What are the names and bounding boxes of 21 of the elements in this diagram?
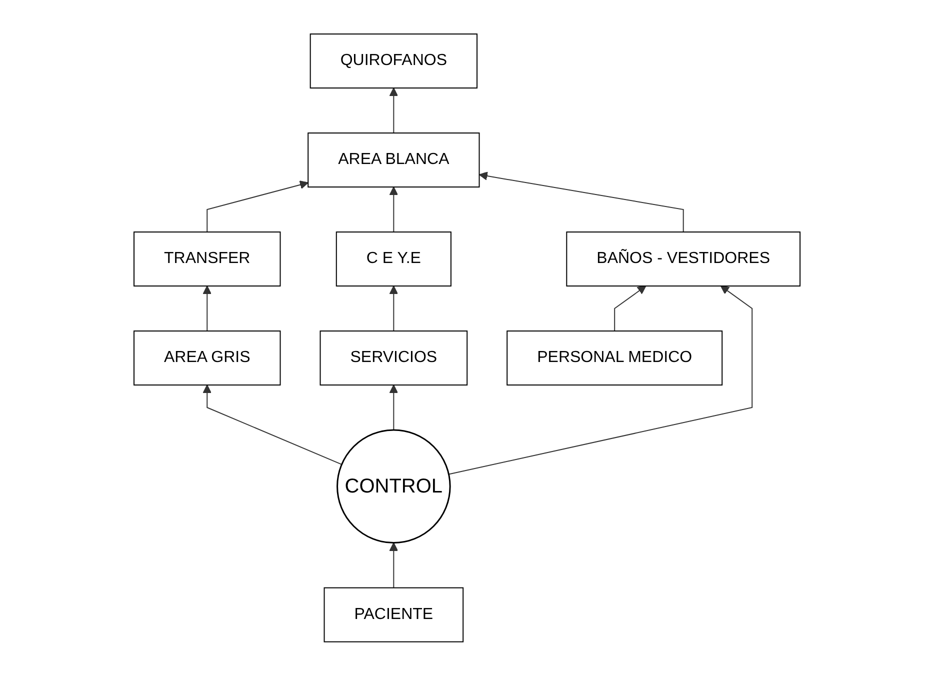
arrow (614, 286, 646, 332)
node-box: AREA GRIS (133, 330, 281, 386)
node-box: SERVICIOS (320, 330, 468, 386)
node-box: TRANSFER (134, 232, 281, 287)
arrow (389, 384, 398, 431)
node-circle: CONTROL (336, 429, 451, 544)
node-box: QUIROFANOS (310, 34, 478, 89)
node-box: PERSONAL MEDICO (506, 330, 723, 386)
arrow (389, 88, 398, 134)
node-box: PACIENTE (324, 587, 464, 642)
arrow (448, 286, 753, 475)
node-box: BAÑOS - VESTIDORES (566, 232, 801, 287)
arrow (202, 384, 342, 466)
arrow (389, 286, 398, 332)
arrow (202, 286, 212, 332)
arrow (478, 172, 684, 233)
arrow (389, 186, 398, 233)
arrow (206, 180, 308, 233)
node-box: AREA BLANCA (308, 132, 480, 188)
arrow (389, 542, 398, 588)
node-box: C E Y.E (336, 232, 452, 287)
